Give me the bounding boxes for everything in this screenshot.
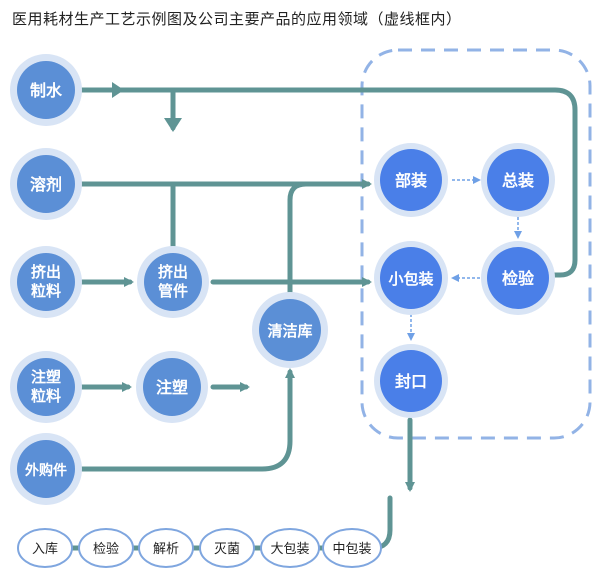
- step-large-pack: 大包装: [260, 528, 320, 568]
- node-extrude-pellet: 挤出 粒料: [10, 246, 82, 318]
- node-solvent: 溶剂: [10, 148, 82, 220]
- node-solvent-label: 溶剂: [30, 175, 62, 194]
- node-extrude-pipe-line1: 挤出: [158, 263, 188, 281]
- node-mold-label: 注塑: [156, 378, 188, 397]
- outsource-line: [79, 368, 295, 472]
- cleanroom-to-parts-line: [287, 181, 309, 303]
- water-main-line: [79, 87, 578, 278]
- product-flow: [407, 176, 522, 341]
- step-analysis: 解析: [138, 528, 194, 568]
- node-small-pack: 小包装: [374, 241, 448, 315]
- node-parts-assembly: 部装: [374, 143, 448, 217]
- node-inspection-label: 检验: [502, 269, 535, 288]
- step-medium-pack: 中包装: [322, 528, 382, 568]
- step-storage: 入库: [17, 528, 73, 568]
- node-inspection: 检验: [481, 241, 555, 315]
- node-final-assembly-label: 总装: [502, 171, 534, 190]
- step-analysis-label: 解析: [153, 542, 179, 557]
- node-final-assembly: 总装: [481, 143, 555, 217]
- node-mold-pellet-line2: 粒料: [31, 387, 61, 405]
- node-extrude-pellet-line1: 挤出: [31, 263, 61, 281]
- node-mold: 注塑: [136, 351, 208, 423]
- step-large-pack-label: 大包装: [270, 542, 309, 557]
- node-small-pack-label: 小包装: [388, 270, 434, 288]
- water-to-pipe-arrow: [164, 118, 182, 132]
- bottom-steps: 入库 检验 解析 灭菌 大包装 中包装: [17, 528, 382, 568]
- page-title: 医用耗材生产工艺示例图及公司主要产品的应用领域（虚线框内）: [12, 10, 462, 28]
- step-inspection-label: 检验: [93, 541, 119, 557]
- node-extrude-pipe-line2: 管件: [158, 282, 188, 300]
- node-outsource-label: 外购件: [25, 462, 67, 479]
- node-water: 制水: [10, 54, 82, 126]
- node-mold-pellet-line1: 注塑: [31, 368, 61, 386]
- water-arrow-1: [112, 82, 124, 98]
- node-extrude-pellet-line2: 粒料: [31, 282, 61, 300]
- product-area-frame: [360, 48, 592, 440]
- node-mold-pellet: 注塑 粒料: [10, 351, 82, 423]
- step-storage-label: 入库: [32, 541, 58, 557]
- step-sterilize-label: 灭菌: [214, 542, 240, 557]
- node-sealing: 封口: [374, 344, 448, 418]
- step-medium-pack-label: 中包装: [332, 542, 371, 557]
- node-clean-room: 清洁库: [252, 292, 328, 368]
- node-sealing-label: 封口: [395, 372, 427, 391]
- node-clean-room-label: 清洁库: [267, 322, 312, 340]
- node-extrude-pipe: 挤出 管件: [137, 246, 209, 318]
- connectors: [27, 87, 578, 551]
- step-inspection: 检验: [78, 528, 134, 568]
- node-parts-assembly-label: 部装: [395, 171, 427, 190]
- node-outsource: 外购件: [10, 433, 82, 505]
- node-water-label: 制水: [30, 81, 63, 100]
- step-sterilize: 灭菌: [199, 528, 255, 568]
